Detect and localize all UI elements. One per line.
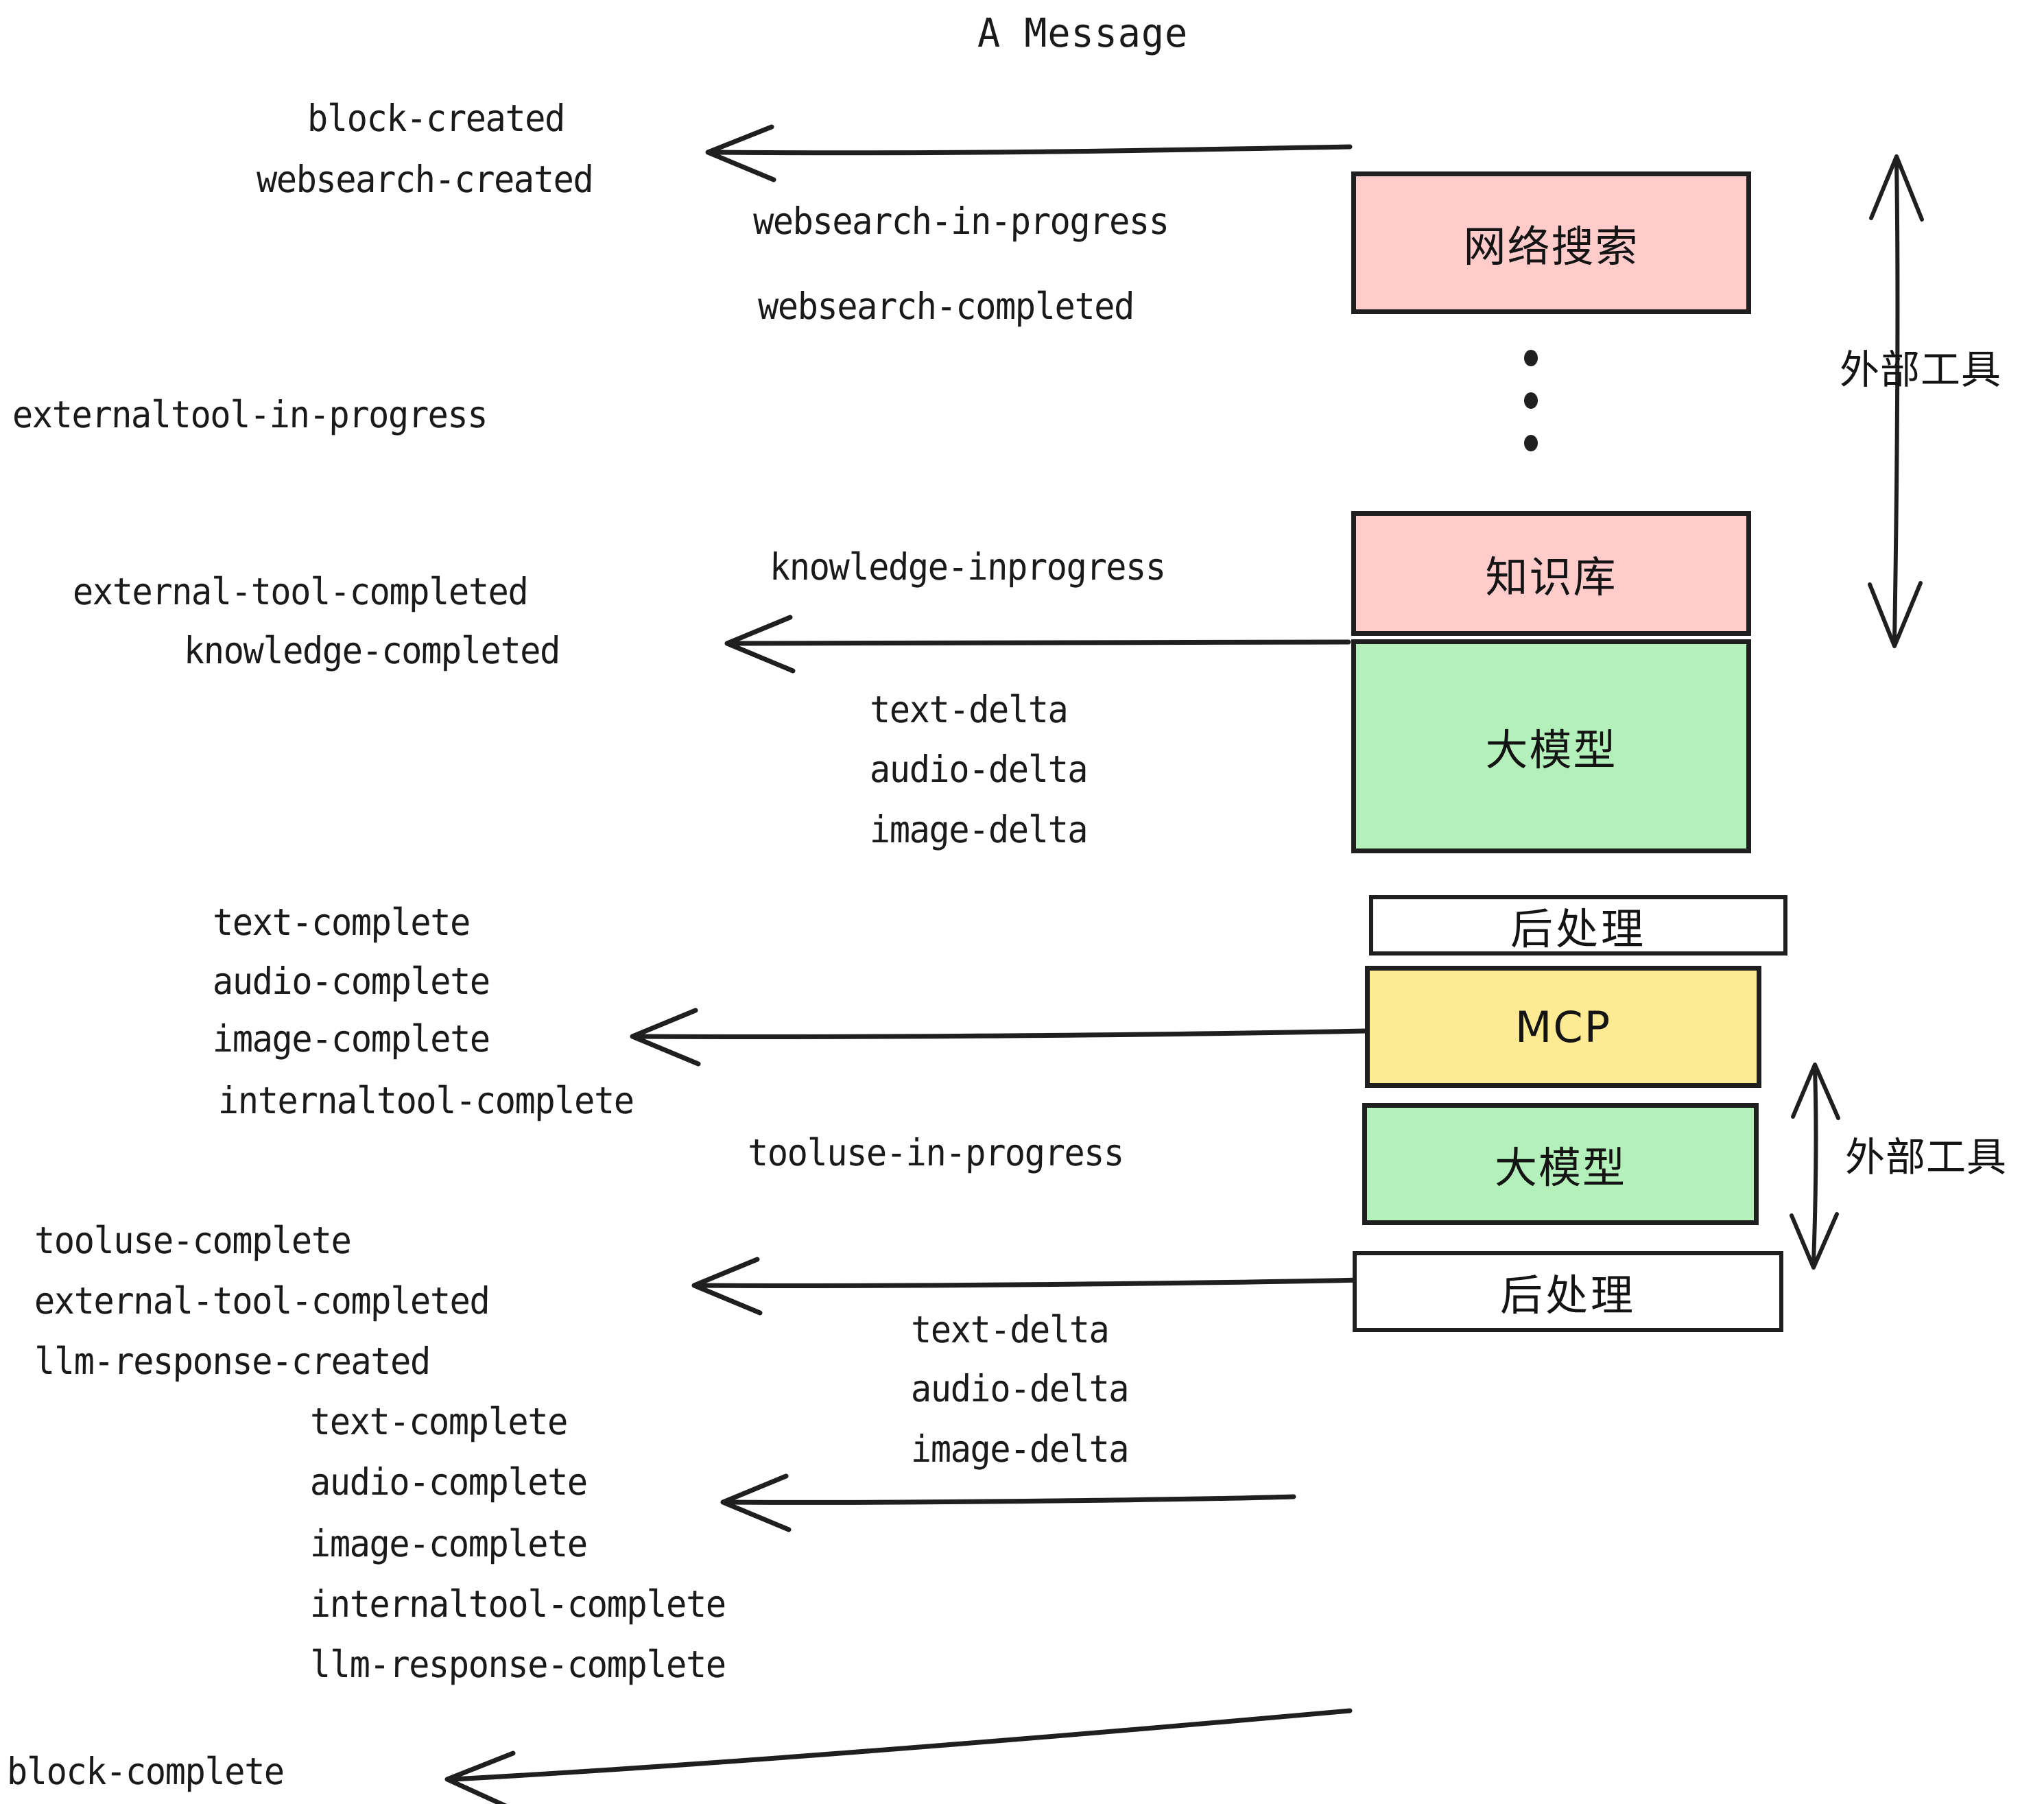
event-label-image-complete-2: image-complete	[309, 1522, 588, 1565]
event-label-tooluse-complete: tooluse-complete	[34, 1219, 351, 1262]
event-label-block-complete: block-complete	[6, 1750, 285, 1793]
diagram-title: A Message	[977, 10, 1189, 56]
node-llm-second-label: 大模型	[1494, 1143, 1626, 1193]
event-label-websearch-in-progress: websearch-in-progress	[752, 200, 1169, 243]
event-label-internaltool-complete-1: internaltool-complete	[217, 1079, 634, 1122]
arrow-external-tools-top	[1868, 154, 1924, 648]
event-label-externaltool-in-progress: externaltool-in-progress	[12, 393, 488, 436]
side-label-external-tools-bottom: 外部工具	[1845, 1134, 2008, 1180]
node-knowledge-base[interactable]: 知识库	[1351, 511, 1751, 636]
event-label-audio-complete-1: audio-complete	[212, 960, 490, 1003]
arrow-websearch-to-events	[705, 124, 1353, 182]
event-label-image-complete-1: image-complete	[212, 1017, 490, 1060]
vertical-ellipsis-icon	[1524, 350, 1538, 477]
event-label-text-delta-1: text-delta	[869, 688, 1068, 731]
node-mcp[interactable]: MCP	[1365, 966, 1761, 1088]
arrow-post1-to-events	[630, 1008, 1369, 1067]
node-postprocess-first[interactable]: 后处理	[1369, 895, 1787, 956]
node-postprocess-first-label: 后处理	[1510, 904, 1646, 954]
arrow-post2-to-events	[444, 1708, 1353, 1804]
node-knowledge-base-label: 知识库	[1485, 552, 1617, 602]
arrow-external-tools-bottom	[1790, 1063, 1840, 1270]
event-label-knowledge-inprogress: knowledge-inprogress	[769, 545, 1166, 589]
node-websearch-label: 网络搜索	[1463, 222, 1639, 272]
node-websearch[interactable]: 网络搜索	[1351, 171, 1751, 314]
event-label-image-delta-2: image-delta	[910, 1427, 1129, 1471]
event-label-external-tool-completed-2: external-tool-completed	[34, 1279, 490, 1322]
side-label-external-tools-top: 外部工具	[1840, 346, 2002, 393]
node-mcp-label: MCP	[1514, 1001, 1612, 1052]
event-label-block-created: block-created	[307, 97, 565, 140]
event-label-internaltool-complete-2: internaltool-complete	[309, 1582, 726, 1626]
event-label-text-delta-2: text-delta	[910, 1308, 1109, 1351]
event-label-audio-delta-2: audio-delta	[910, 1367, 1129, 1410]
event-label-llm-response-created: llm-response-created	[34, 1340, 431, 1383]
event-label-audio-complete-2: audio-complete	[309, 1460, 588, 1504]
event-label-websearch-completed: websearch-completed	[757, 285, 1134, 328]
arrow-llm2-to-events	[720, 1473, 1296, 1532]
arrow-knowledge-to-events	[724, 615, 1351, 674]
event-label-tooluse-in-progress: tooluse-in-progress	[747, 1131, 1124, 1174]
event-label-external-tool-completed-1: external-tool-completed	[72, 570, 528, 613]
node-postprocess-second[interactable]: 后处理	[1353, 1251, 1783, 1332]
event-label-text-complete-2: text-complete	[309, 1400, 568, 1443]
node-postprocess-second-label: 后处理	[1499, 1270, 1636, 1320]
arrow-mcp-to-events	[691, 1257, 1366, 1316]
node-llm-first-label: 大模型	[1485, 725, 1617, 775]
node-llm-first[interactable]: 大模型	[1351, 639, 1751, 853]
event-label-audio-delta-1: audio-delta	[869, 748, 1088, 791]
event-label-knowledge-completed: knowledge-completed	[183, 629, 560, 672]
event-label-llm-response-complete: llm-response-complete	[309, 1643, 726, 1686]
node-llm-second[interactable]: 大模型	[1362, 1103, 1759, 1225]
event-label-text-complete-1: text-complete	[212, 901, 471, 944]
event-label-image-delta-1: image-delta	[869, 808, 1088, 851]
event-label-websearch-created: websearch-created	[256, 158, 593, 201]
